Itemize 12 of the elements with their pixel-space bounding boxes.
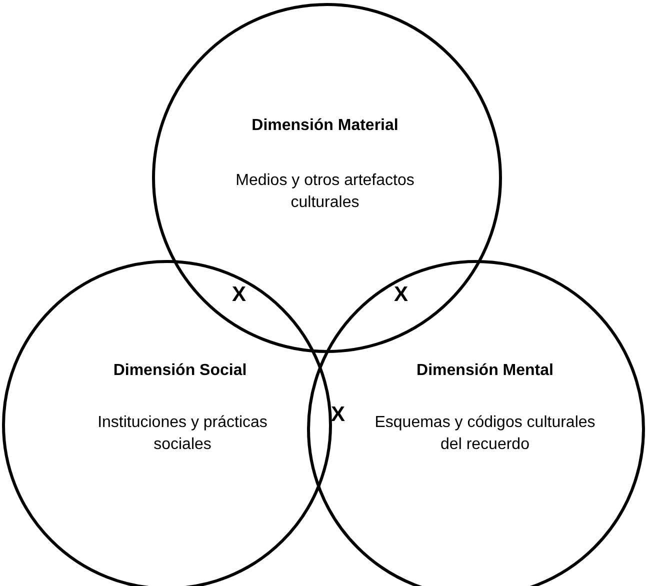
circle-heading: Dimensión Material — [250, 116, 400, 136]
venn-circle — [307, 260, 645, 586]
venn-circle — [2, 260, 332, 586]
circle-heading: Dimensión Mental — [416, 361, 554, 381]
intersection-mark: X — [232, 283, 246, 307]
circle-text: Esquemas y códigos culturales del recuerdo — [374, 413, 596, 455]
intersection-mark: X — [394, 283, 408, 307]
venn-circle — [152, 3, 502, 353]
circle-text: Instituciones y prácticas sociales — [96, 413, 268, 455]
circle-heading: Dimensión Social — [112, 361, 248, 381]
circle-text: Medios y otros artefactos culturales — [234, 171, 416, 213]
intersection-mark: X — [331, 403, 346, 427]
